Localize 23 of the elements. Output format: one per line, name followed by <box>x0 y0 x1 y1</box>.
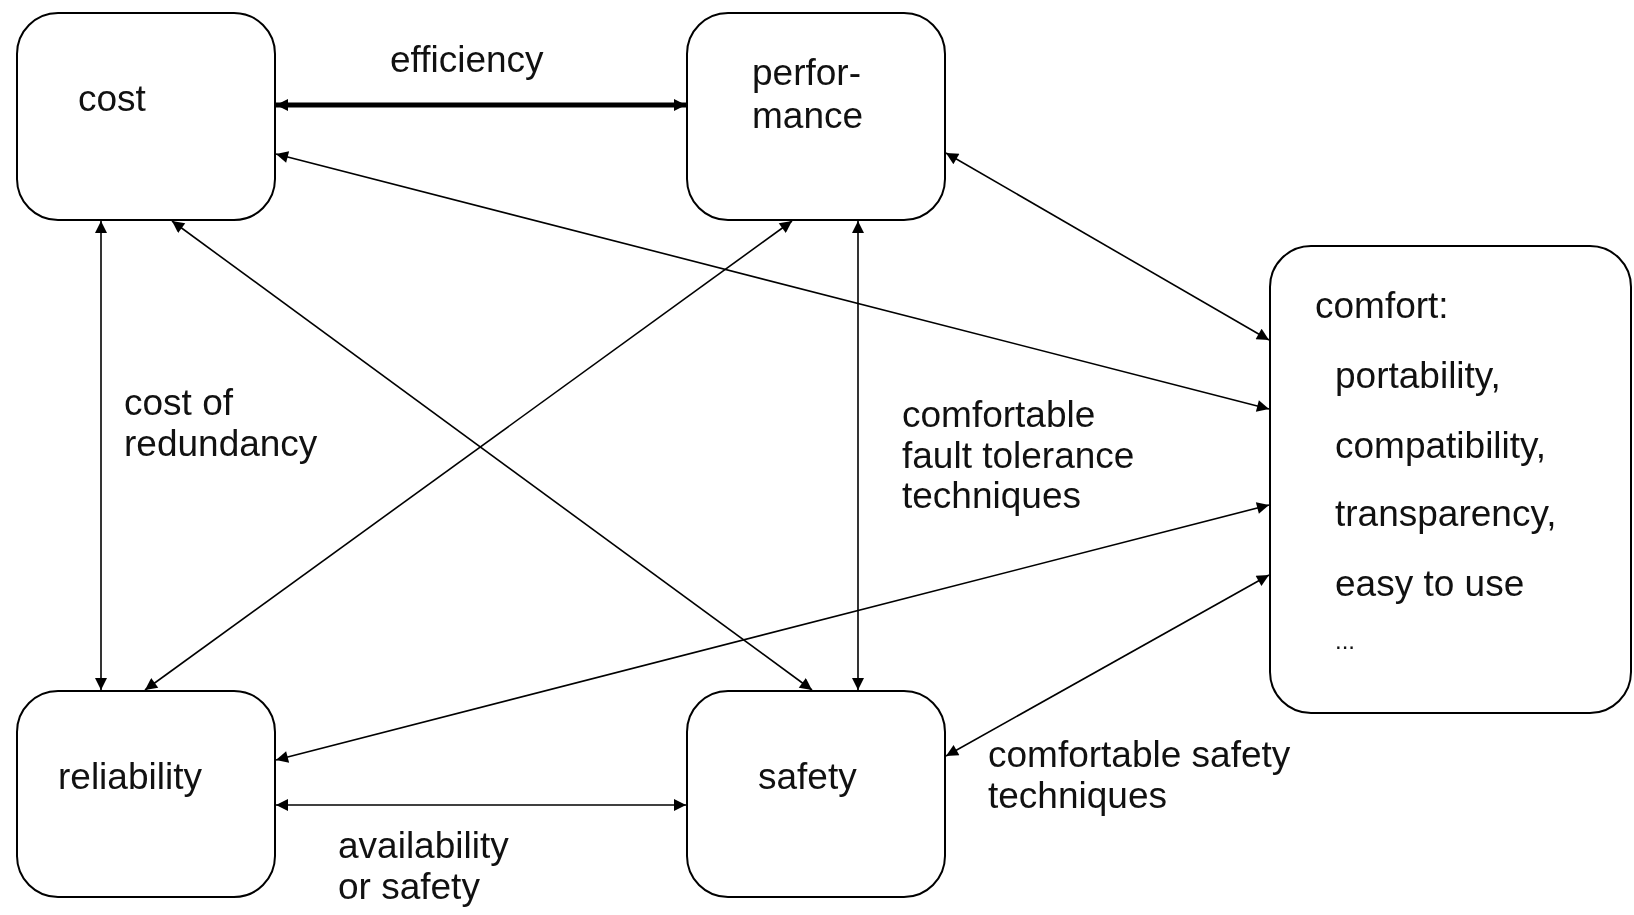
double-headed-arrow <box>275 502 1270 763</box>
list-item: transparency, <box>1335 493 1557 536</box>
rounded-box <box>16 690 276 898</box>
double-headed-arrow <box>852 220 864 691</box>
rounded-box <box>686 690 946 898</box>
node-label: cost <box>78 78 146 121</box>
node-label: safety <box>758 756 857 799</box>
double-headed-arrow <box>95 220 107 691</box>
list-item: portability, <box>1335 355 1501 398</box>
rounded-box <box>16 12 276 221</box>
list-item: compatibility, <box>1335 425 1547 468</box>
list-item: ... <box>1335 627 1355 655</box>
double-headed-arrow <box>945 574 1270 757</box>
double-headed-arrow <box>276 99 686 111</box>
double-headed-arrow <box>275 799 687 811</box>
node-label: perfor- mance <box>752 52 865 138</box>
double-headed-arrow <box>275 151 1270 412</box>
list-item: easy to use <box>1335 563 1525 606</box>
node-label: comfort: <box>1315 285 1449 328</box>
node-label: reliability <box>58 756 202 799</box>
rounded-box <box>686 12 946 221</box>
double-headed-arrow <box>945 152 1270 341</box>
rounded-box <box>1269 245 1632 714</box>
